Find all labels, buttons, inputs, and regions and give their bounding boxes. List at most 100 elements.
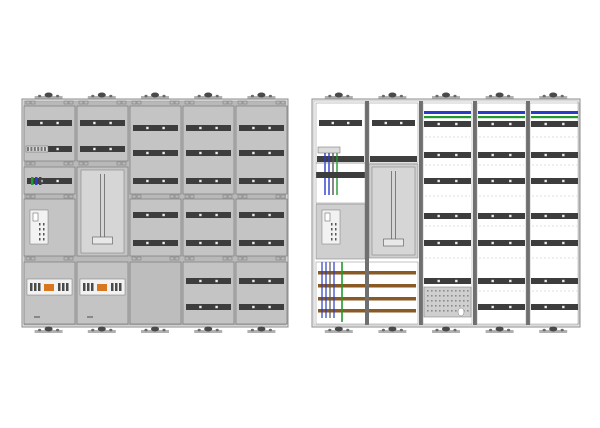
rail-screw <box>491 241 494 245</box>
perforation <box>459 305 461 307</box>
rail-screw <box>215 241 218 245</box>
din-rail <box>531 178 578 184</box>
fuse <box>62 283 65 291</box>
tag <box>184 194 190 199</box>
tag <box>222 256 228 261</box>
rail-screw <box>437 279 440 283</box>
top-knob <box>257 92 266 98</box>
perforation <box>467 295 469 297</box>
din-rail-column <box>529 102 580 325</box>
panel-cover <box>182 261 235 325</box>
top-knob <box>44 92 53 98</box>
tag <box>242 194 248 199</box>
rail-screw <box>215 279 218 283</box>
tag <box>222 194 228 199</box>
top-knob <box>549 326 558 332</box>
perforation <box>447 300 449 302</box>
knob-dot <box>542 328 546 332</box>
din-rail <box>424 278 471 284</box>
knob-dot <box>435 94 439 98</box>
rail-cover <box>186 125 231 131</box>
tag <box>237 100 243 105</box>
tag <box>68 256 74 261</box>
rail-screw <box>544 241 547 245</box>
rail-screw <box>562 122 565 126</box>
din-rail <box>424 240 471 246</box>
column-frame <box>529 102 580 325</box>
hinge-bar <box>485 330 514 333</box>
rail-cover <box>133 178 178 184</box>
rail-screw <box>268 279 271 283</box>
rail-cover <box>80 146 125 152</box>
fuse <box>111 283 114 291</box>
rail-screw <box>437 214 440 218</box>
panel-cover <box>182 198 235 257</box>
rail-screw <box>347 121 350 125</box>
perforation <box>455 290 457 292</box>
knob-dot <box>38 328 42 332</box>
tag <box>280 100 286 105</box>
knob-dot <box>489 328 493 332</box>
tag <box>227 256 233 261</box>
perforation <box>443 295 445 297</box>
rail-screw <box>455 214 458 218</box>
rail-column <box>129 100 182 325</box>
perforation <box>439 295 441 297</box>
panel-cover <box>235 198 288 257</box>
fuse-panel <box>23 261 76 325</box>
tag <box>174 194 180 199</box>
tag <box>25 194 31 199</box>
rail-screw <box>268 213 271 217</box>
rail-cover <box>186 304 231 310</box>
perforation <box>463 300 465 302</box>
tag <box>280 256 286 261</box>
column-frame <box>476 102 527 325</box>
rail-screw <box>146 213 149 217</box>
rail-screw <box>268 179 271 183</box>
tag <box>25 256 31 261</box>
rail-cover <box>316 172 365 178</box>
tag <box>275 100 281 105</box>
rail-screw <box>455 122 458 126</box>
rail-screw <box>437 153 440 157</box>
din-rail <box>531 278 578 284</box>
terminal <box>37 147 40 151</box>
rail-screw <box>252 151 255 155</box>
front-view <box>21 92 289 333</box>
tag <box>83 161 89 166</box>
tag <box>68 100 74 105</box>
knob-dot <box>453 328 457 332</box>
knob-dot <box>91 328 95 332</box>
rail-screw <box>268 126 271 130</box>
tag <box>25 100 31 105</box>
tag <box>275 256 281 261</box>
tag <box>169 194 175 199</box>
rail-screw <box>562 153 565 157</box>
meter-terminal <box>39 238 41 241</box>
wire-stub <box>39 177 42 185</box>
rail-cover <box>319 120 362 126</box>
top-knob <box>97 326 106 332</box>
rail-screw <box>562 279 565 283</box>
knob-dot <box>268 94 272 98</box>
rail-screw <box>146 126 149 130</box>
din-rail <box>478 178 525 184</box>
knob-dot <box>507 94 511 98</box>
tag <box>184 256 190 261</box>
rail-screw <box>509 122 512 126</box>
din-rail <box>531 152 578 158</box>
rail-cover <box>239 150 284 156</box>
tag <box>116 100 122 105</box>
cable-entry <box>457 307 465 317</box>
perforation <box>431 300 433 302</box>
din-rail <box>424 152 471 158</box>
rail-screw <box>199 213 202 217</box>
rail-screw <box>199 179 202 183</box>
rail-cover <box>133 240 178 246</box>
tag <box>136 256 142 261</box>
perforation <box>459 295 461 297</box>
perforation <box>451 305 453 307</box>
meter-column <box>76 100 129 166</box>
din-rail <box>531 213 578 219</box>
perforated-plate <box>423 286 472 318</box>
